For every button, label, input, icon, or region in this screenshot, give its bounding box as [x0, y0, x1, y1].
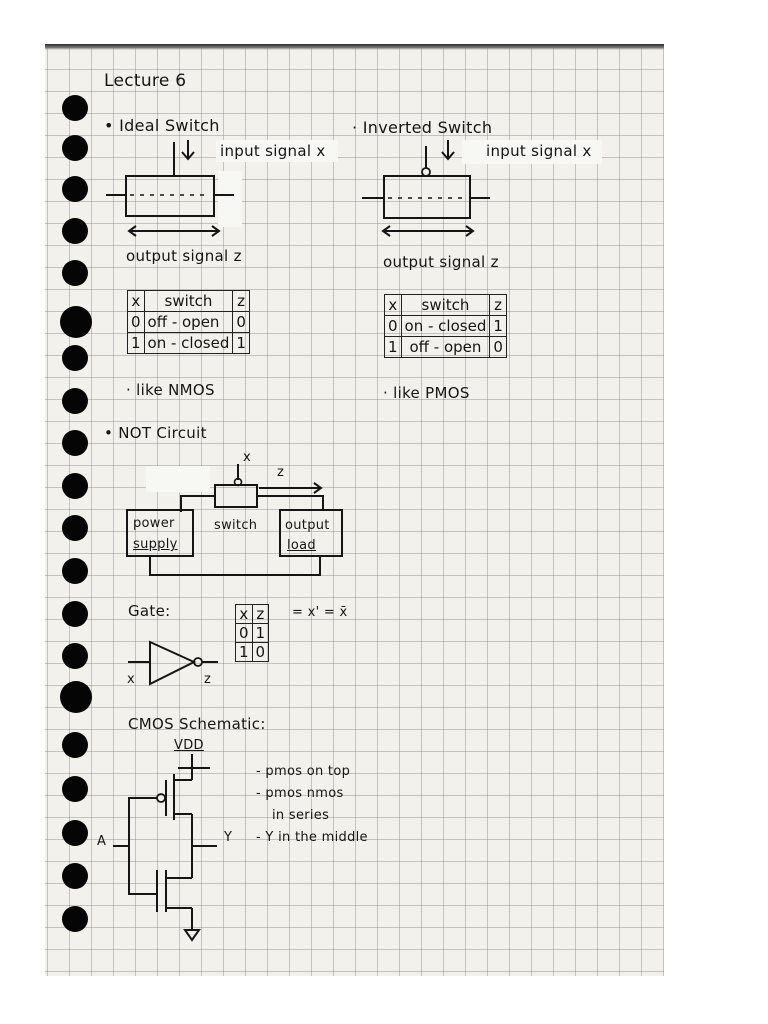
- binder-hole: [62, 863, 88, 889]
- binder-hole: [62, 430, 88, 456]
- binder-hole: [62, 558, 88, 584]
- table-cell: on - closed: [400, 315, 491, 337]
- cmos-note-2: - pmos nmos: [256, 786, 344, 801]
- ideal-note: · like NMOS: [126, 381, 215, 399]
- binder-hole: [62, 601, 88, 627]
- table-header-row: x switch z: [127, 290, 250, 312]
- inverted-switch-diagram: [362, 140, 490, 237]
- table-cell: off - open: [400, 336, 491, 358]
- not-z-label: z: [277, 465, 285, 480]
- table-cell: 1: [251, 623, 270, 643]
- ideal-switch-diagram: [106, 140, 234, 237]
- table-cell: 0: [251, 642, 270, 662]
- gate-equation: = x' = x̄: [292, 605, 348, 620]
- inverted-truth-table: x switch z 0 on - closed 1 1 off - open …: [384, 294, 507, 358]
- power-supply-line2: supply: [133, 537, 178, 552]
- tape-patch: [462, 140, 602, 164]
- table-cell: 1: [235, 642, 253, 662]
- inverted-output-label: output signal z: [383, 253, 499, 271]
- not-switch-label: switch: [214, 518, 258, 533]
- table-cell: 1: [127, 332, 145, 354]
- table-cell: 0: [384, 315, 402, 337]
- table-row: 0 on - closed 1: [384, 315, 507, 337]
- inverted-input-label: input signal x: [486, 142, 592, 160]
- gate-truth-table: x z 0 1 1 0: [235, 604, 270, 662]
- tape-patch: [146, 466, 210, 492]
- table-row: 0 1: [235, 623, 270, 643]
- ideal-switch-heading: • Ideal Switch: [104, 116, 220, 135]
- table-header-row: x switch z: [384, 294, 507, 316]
- table-cell: 1: [489, 315, 507, 337]
- page-top-edge: [45, 44, 664, 50]
- cmos-vdd-label: VDD: [174, 738, 204, 753]
- binder-hole: [62, 820, 88, 846]
- table-cell: 0: [235, 623, 253, 643]
- gate-z-label: z: [204, 672, 212, 687]
- binder-hole: [60, 681, 92, 713]
- output-load-line2: load: [287, 538, 316, 553]
- binder-hole: [62, 176, 88, 202]
- cmos-output-label: Y: [224, 830, 233, 845]
- gate-x-label: x: [127, 672, 135, 687]
- not-circuit-diagram: [126, 464, 343, 576]
- binder-hole: [62, 388, 88, 414]
- binder-hole: [62, 345, 88, 371]
- tape-patch: [218, 171, 242, 227]
- inverted-note: · like PMOS: [383, 384, 470, 402]
- table-cell: on - closed: [143, 332, 234, 354]
- table-row: 0 off - open 0: [127, 311, 250, 333]
- ideal-input-label: input signal x: [220, 142, 326, 160]
- binder-hole: [62, 218, 88, 244]
- ideal-output-label: output signal z: [126, 247, 242, 265]
- tape-patch: [216, 140, 338, 162]
- table-row: 1 0: [235, 642, 270, 662]
- table-cell: 1: [232, 332, 250, 354]
- cmos-input-label: A: [97, 834, 107, 849]
- cmos-note-3: in series: [272, 808, 330, 823]
- cmos-note-1: - pmos on top: [256, 764, 351, 779]
- notebook-page: [45, 46, 664, 976]
- table-cell: 0: [232, 311, 250, 333]
- binder-hole: [60, 306, 92, 338]
- table-cell: 0: [127, 311, 145, 333]
- table-header-row: x z: [235, 604, 270, 624]
- inverted-switch-heading: · Inverted Switch: [352, 118, 493, 137]
- table-header-cell: z: [489, 294, 507, 316]
- binder-hole: [62, 473, 88, 499]
- cmos-note-4: - Y in the middle: [256, 830, 368, 845]
- binder-hole: [62, 732, 88, 758]
- binder-hole: [62, 906, 88, 932]
- binder-hole: [62, 260, 88, 286]
- table-cell: 0: [489, 336, 507, 358]
- binder-hole: [62, 515, 88, 541]
- power-supply-line1: power: [133, 516, 175, 531]
- table-header-cell: z: [232, 290, 250, 312]
- binder-hole: [62, 135, 88, 161]
- output-load-line1: output: [285, 518, 330, 533]
- table-header-cell: x: [235, 604, 253, 624]
- page-title: Lecture 6: [104, 71, 187, 91]
- not-gate-symbol: [128, 640, 218, 686]
- cmos-heading: CMOS Schematic:: [128, 715, 266, 733]
- table-cell: 1: [384, 336, 402, 358]
- binder-hole: [62, 643, 88, 669]
- table-header-cell: z: [251, 604, 270, 624]
- binder-hole: [62, 95, 88, 121]
- table-header-cell: x: [384, 294, 402, 316]
- binder-hole: [62, 776, 88, 802]
- ideal-truth-table: x switch z 0 off - open 0 1 on - closed …: [127, 290, 250, 354]
- not-x-label: x: [243, 450, 251, 465]
- table-header-cell: switch: [400, 294, 491, 316]
- not-circuit-heading: • NOT Circuit: [104, 424, 207, 442]
- table-header-cell: switch: [143, 290, 234, 312]
- table-cell: off - open: [143, 311, 234, 333]
- gate-heading: Gate:: [128, 602, 171, 620]
- table-row: 1 off - open 0: [384, 336, 507, 358]
- cmos-schematic-diagram: [113, 754, 217, 942]
- table-header-cell: x: [127, 290, 145, 312]
- table-row: 1 on - closed 1: [127, 332, 250, 354]
